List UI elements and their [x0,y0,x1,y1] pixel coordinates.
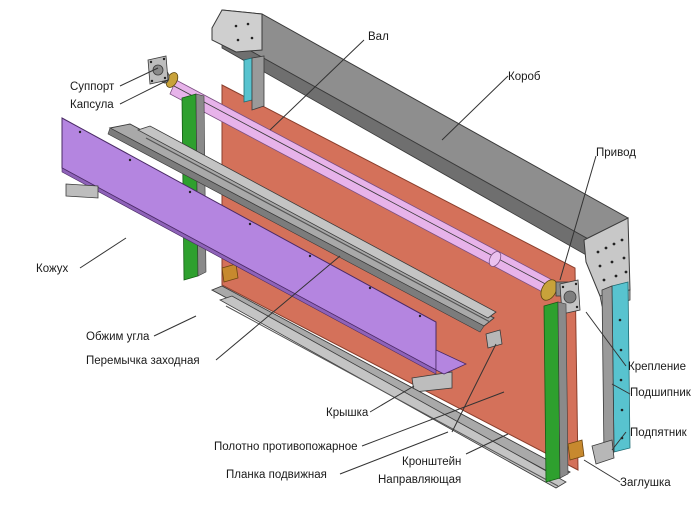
label-fire-curtain: Полотно противопожарное [214,441,358,453]
support-plate [147,55,169,85]
plug-right [567,439,585,461]
box-right-holes [596,238,628,282]
leader-lines [79,39,631,483]
label-lid: Крышка [326,407,369,419]
label-support: Суппорт [70,81,115,93]
movable-bar-rail [219,295,567,489]
label-movable-bar: Планка подвижная [226,469,327,481]
right-green-guide-edge [557,301,569,479]
bracket-part [485,329,503,349]
label-bearing: Подшипник [630,387,692,399]
plug-left [221,263,239,283]
label-plug: Заглушка [620,477,671,489]
cover-right-endplate [411,371,453,393]
shaft-joint [488,251,502,267]
left-gray-guide [251,55,265,111]
entry-jumper-rail [136,125,497,319]
left-cyan-guide [243,57,253,103]
box-left-end [211,9,263,53]
right-gray-guide [601,285,615,456]
cover-left-endplate [65,183,99,199]
corner-crimp-lower-edge [107,127,485,333]
label-entry-jumper: Перемычка заходная [86,355,200,367]
label-bracket: Кронштейн [402,456,461,468]
label-guide: Направляющая [378,474,461,486]
drive-part [540,279,569,301]
label-shaft: Вал [368,31,389,43]
label-drive: Привод [596,147,636,159]
label-capsule: Капсула [70,99,114,111]
box-left-holes [234,22,254,42]
label-mounting: Крепление [628,361,686,373]
label-corner-crimp: Обжим угла [86,331,150,343]
label-thrust-bearing: Подпятник [630,427,688,439]
right-green-guide [543,301,561,483]
cover-holes [78,130,422,318]
thrust-bearing-part [591,439,615,465]
label-box: Короб [508,71,541,83]
cover-purple-tab [435,349,467,375]
label-cover: Кожух [36,263,69,275]
